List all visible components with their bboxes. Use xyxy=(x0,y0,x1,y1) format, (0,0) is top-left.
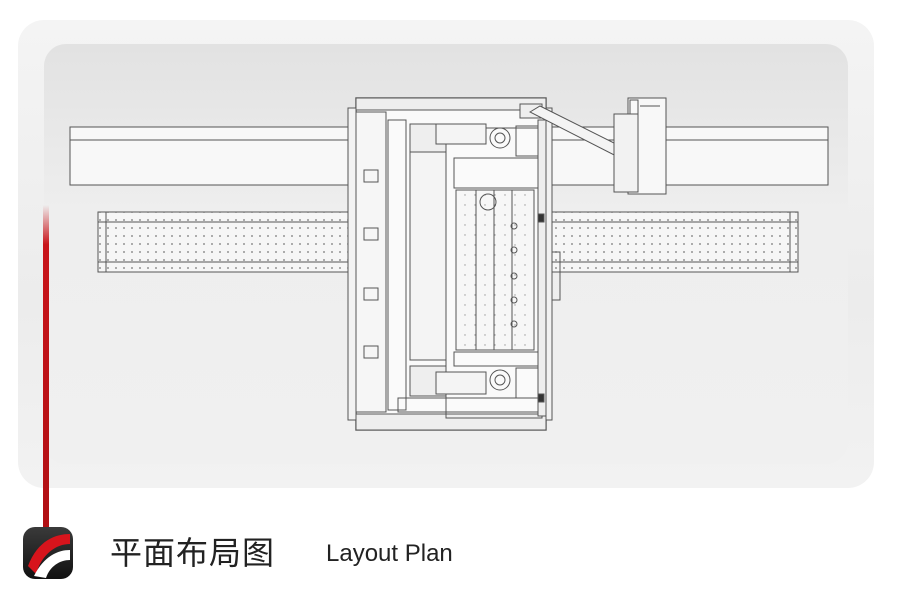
control-cabinet xyxy=(613,97,667,195)
caption-title-chinese: 平面布局图 xyxy=(110,534,276,572)
conveyor-belt-left xyxy=(97,211,359,273)
accent-red-line xyxy=(43,205,49,535)
caption-title-english: Layout Plan xyxy=(326,540,453,567)
brand-logo-icon xyxy=(23,527,73,579)
conveyor-belt-right xyxy=(547,211,799,273)
top-rail-left xyxy=(69,126,359,186)
machine-main-frame xyxy=(347,97,561,431)
